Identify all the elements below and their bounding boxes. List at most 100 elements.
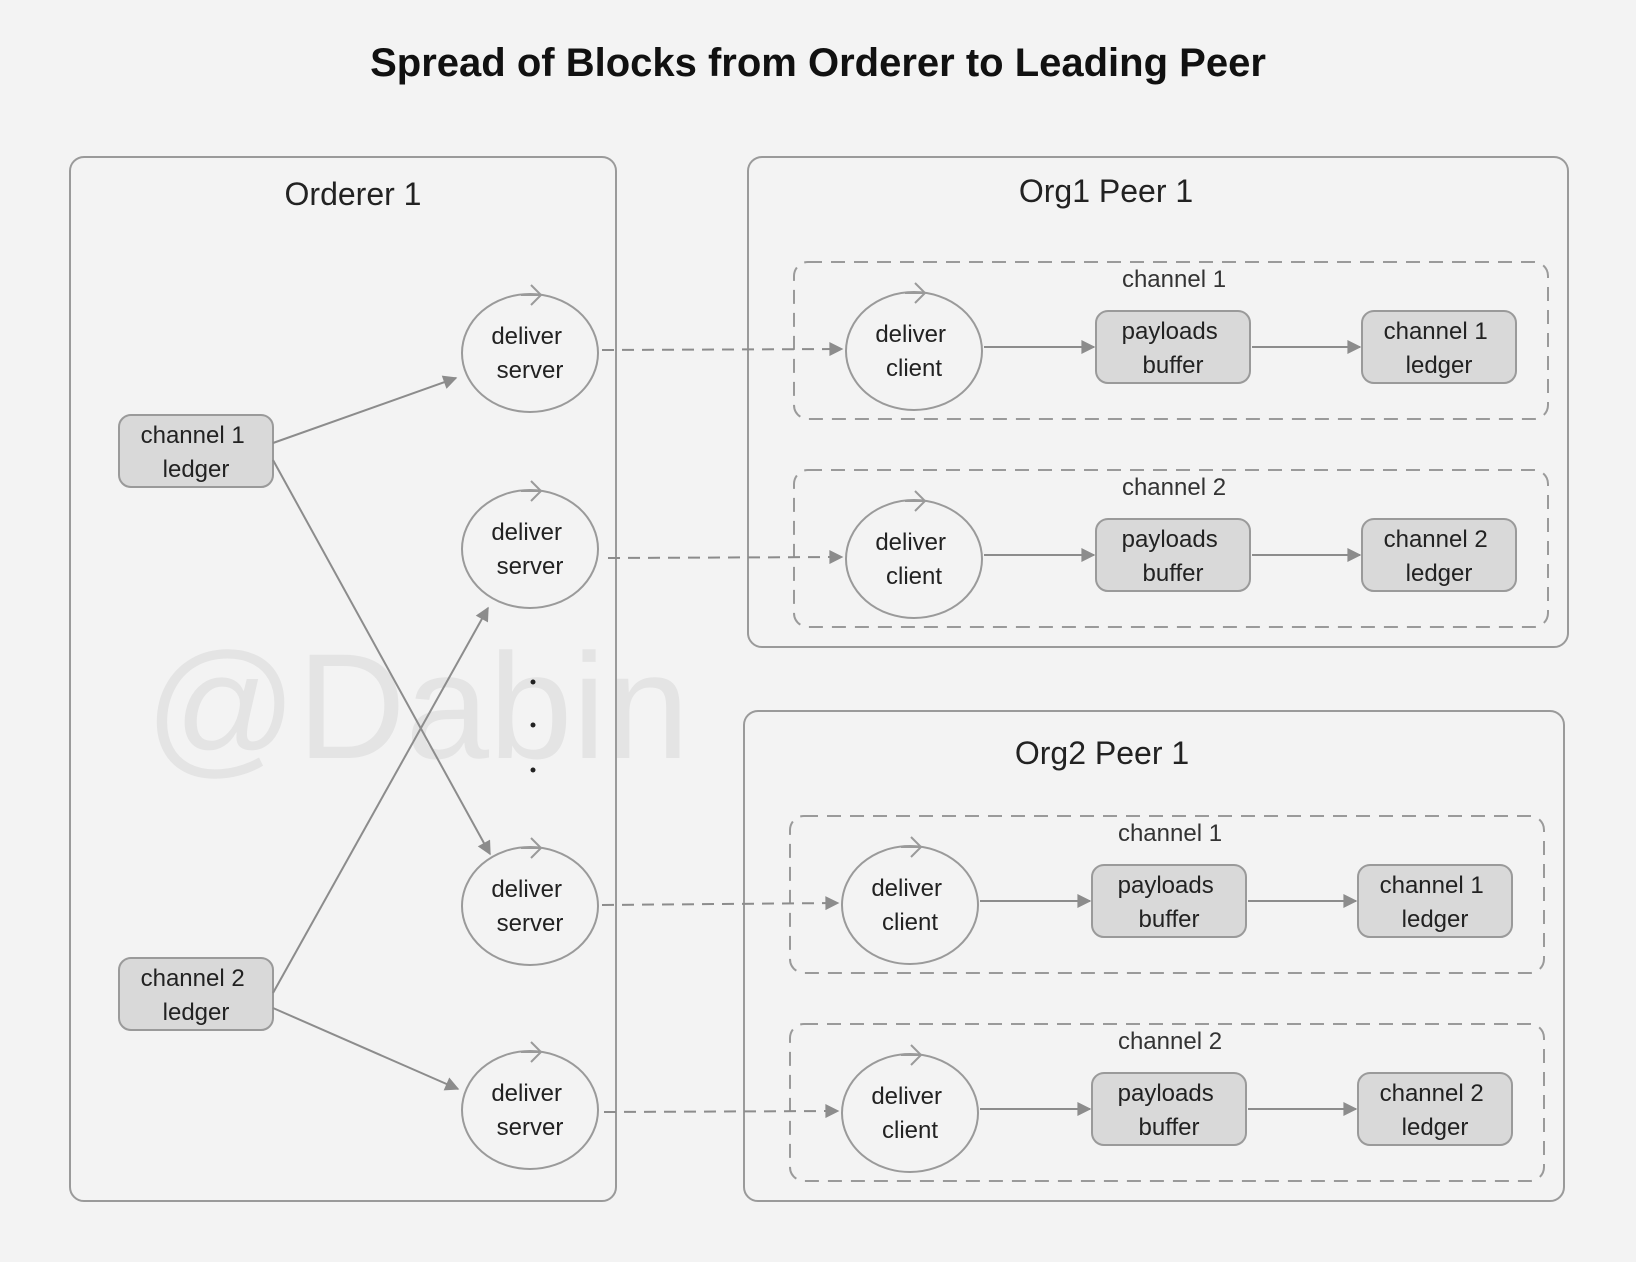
org2-ch2-ledger-line1: channel 2	[1380, 1080, 1484, 1107]
org1-ch2-buffer-line2: buffer	[1143, 560, 1204, 587]
svg-text:deliver server: deliver server	[491, 519, 568, 580]
svg-text:deliver server: deliver server	[491, 876, 568, 937]
org2-ch2-buffer-line1: payloads	[1118, 1080, 1214, 1107]
org1-ch2-ledger: channel 2 ledger	[1361, 518, 1517, 592]
cycle-arrow-icon	[901, 836, 923, 858]
svg-text:payloads buffer: payloads buffer	[1118, 1080, 1221, 1141]
arrow-ledger1-to-server3	[272, 459, 491, 856]
cycle-arrow-icon	[521, 284, 543, 306]
org2-ch2-payloads-buffer: payloads buffer	[1091, 1072, 1247, 1146]
org2-ch2-buffer-line2: buffer	[1139, 1114, 1200, 1141]
org1-ch1-deliver-client: deliver client	[845, 282, 983, 411]
org2-ch1-ledger-line1: channel 1	[1380, 872, 1484, 899]
org1-ch1-ledger-line2: ledger	[1406, 352, 1473, 379]
orderer-arrows	[272, 375, 491, 1091]
org1-ch2-ledger-line1: channel 2	[1384, 526, 1488, 553]
org2-ch2-deliver-client: deliver client	[841, 1044, 979, 1173]
org1-ch2-buffer-line1: payloads	[1122, 526, 1218, 553]
svg-text:deliver server: deliver server	[491, 323, 568, 384]
org2-channel-2-group: channel 2 deliver client payloads buffer	[789, 1023, 1545, 1182]
org2-ch1-ledger-line2: ledger	[1402, 906, 1469, 933]
org2-channel-1-label: channel 1	[1118, 820, 1222, 847]
orderer-ledger-2-line1: channel 2	[141, 965, 245, 992]
arrow-ledger2-to-server4	[272, 1007, 460, 1091]
peer-box-org1: Org1 Peer 1 channel 1 deliver client pay…	[747, 156, 1569, 648]
org2-ch2-client-line2: client	[882, 1117, 938, 1144]
org1-channel-2-group: channel 2 deliver client payloads buffer	[793, 469, 1549, 628]
cycle-arrow-icon	[521, 837, 543, 859]
svg-text:payloads buffer: payloads buffer	[1122, 526, 1225, 587]
org2-ch1-client-line1: deliver	[871, 875, 942, 902]
peer-box-org2: Org2 Peer 1 channel 1 deliver client pay…	[743, 710, 1565, 1202]
arrow-ledger1-to-server1	[272, 375, 458, 444]
svg-text:channel 2 ledger: channel 2 ledger	[1380, 1080, 1491, 1141]
cycle-arrow-icon	[905, 282, 927, 304]
server-1-line2: server	[497, 357, 564, 384]
server-3-line2: server	[497, 910, 564, 937]
deliver-server-1: deliver server	[461, 284, 599, 413]
orderer-ledger-1-line1: channel 1	[141, 422, 245, 449]
server-4-line2: server	[497, 1114, 564, 1141]
peer-org2-title: Org2 Peer 1	[1015, 735, 1189, 771]
server-2-line1: deliver	[491, 519, 562, 546]
server-3-line1: deliver	[491, 876, 562, 903]
org1-channel-1-group: channel 1 deliver client payloads buffer	[793, 261, 1549, 420]
arrow-ledger2-to-server2	[272, 606, 489, 994]
orderer-ledger-2-line2: ledger	[163, 999, 230, 1026]
arrow-server4-to-org2-ch2-client	[603, 1104, 840, 1119]
ellipsis-dots	[530, 679, 536, 773]
org1-ch1-ledger-line1: channel 1	[1384, 318, 1488, 345]
svg-text:deliver client: deliver client	[871, 1083, 948, 1144]
orderer-ledger-1-line2: ledger	[163, 456, 230, 483]
orderer-box: Orderer 1	[69, 156, 617, 1202]
orderer-title: Orderer 1	[285, 176, 422, 212]
orderer-ledger-channel-2: channel 2 ledger	[118, 957, 274, 1031]
server-4-line1: deliver	[491, 1080, 562, 1107]
org1-ch2-payloads-buffer: payloads buffer	[1095, 518, 1251, 592]
svg-text:channel 2 ledger: channel 2 ledger	[1384, 526, 1495, 587]
org2-ch2-client-line1: deliver	[871, 1083, 942, 1110]
org2-ch1-buffer-line1: payloads	[1118, 872, 1214, 899]
peer-org1-title: Org1 Peer 1	[1019, 173, 1193, 209]
org1-ch1-client-line2: client	[886, 355, 942, 382]
org2-ch2-ledger: channel 2 ledger	[1357, 1072, 1513, 1146]
org1-channel-2-label: channel 2	[1122, 474, 1226, 501]
cycle-arrow-icon	[901, 1044, 923, 1066]
deliver-server-4: deliver server	[461, 1041, 599, 1170]
svg-text:deliver client: deliver client	[875, 321, 952, 382]
svg-text:channel 1 ledger: channel 1 ledger	[1380, 872, 1491, 933]
org2-ch1-client-line2: client	[882, 909, 938, 936]
org2-ch1-payloads-buffer: payloads buffer	[1091, 864, 1247, 938]
org2-ch1-buffer-line2: buffer	[1139, 906, 1200, 933]
svg-text:payloads buffer: payloads buffer	[1118, 872, 1221, 933]
org2-channel-2-label: channel 2	[1118, 1028, 1222, 1055]
orderer-ledger-channel-1: channel 1 ledger	[118, 414, 274, 488]
org1-ch1-payloads-buffer: payloads buffer	[1095, 310, 1251, 384]
org1-ch1-buffer-line2: buffer	[1143, 352, 1204, 379]
server-2-line2: server	[497, 553, 564, 580]
org1-ch1-buffer-line1: payloads	[1122, 318, 1218, 345]
deliver-server-2: deliver server	[461, 480, 599, 609]
org1-ch2-client-line1: deliver	[875, 529, 946, 556]
org2-channel-1-group: channel 1 deliver client payloads buffer	[789, 815, 1545, 974]
svg-text:deliver client: deliver client	[871, 875, 948, 936]
org2-ch1-deliver-client: deliver client	[841, 836, 979, 965]
cycle-arrow-icon	[521, 480, 543, 502]
org1-ch1-ledger: channel 1 ledger	[1361, 310, 1517, 384]
cycle-arrow-icon	[905, 490, 927, 512]
diagram-title: Spread of Blocks from Orderer to Leading…	[370, 41, 1266, 85]
arrow-server1-to-org1-ch1-client	[601, 342, 844, 357]
org1-ch2-ledger-line2: ledger	[1406, 560, 1473, 587]
cycle-arrow-icon	[521, 1041, 543, 1063]
svg-text:payloads buffer: payloads buffer	[1122, 318, 1225, 379]
org1-ch1-client-line1: deliver	[875, 321, 946, 348]
org2-ch2-ledger-line2: ledger	[1402, 1114, 1469, 1141]
org1-ch2-deliver-client: deliver client	[845, 490, 983, 619]
svg-text:channel 1 ledger: channel 1 ledger	[1384, 318, 1495, 379]
org1-channel-1-label: channel 1	[1122, 266, 1226, 293]
org2-ch1-ledger: channel 1 ledger	[1357, 864, 1513, 938]
arrow-server3-to-org2-ch1-client	[601, 896, 840, 911]
svg-text:deliver server: deliver server	[491, 1080, 568, 1141]
svg-text:channel 2 ledger: channel 2 ledger	[141, 965, 252, 1026]
